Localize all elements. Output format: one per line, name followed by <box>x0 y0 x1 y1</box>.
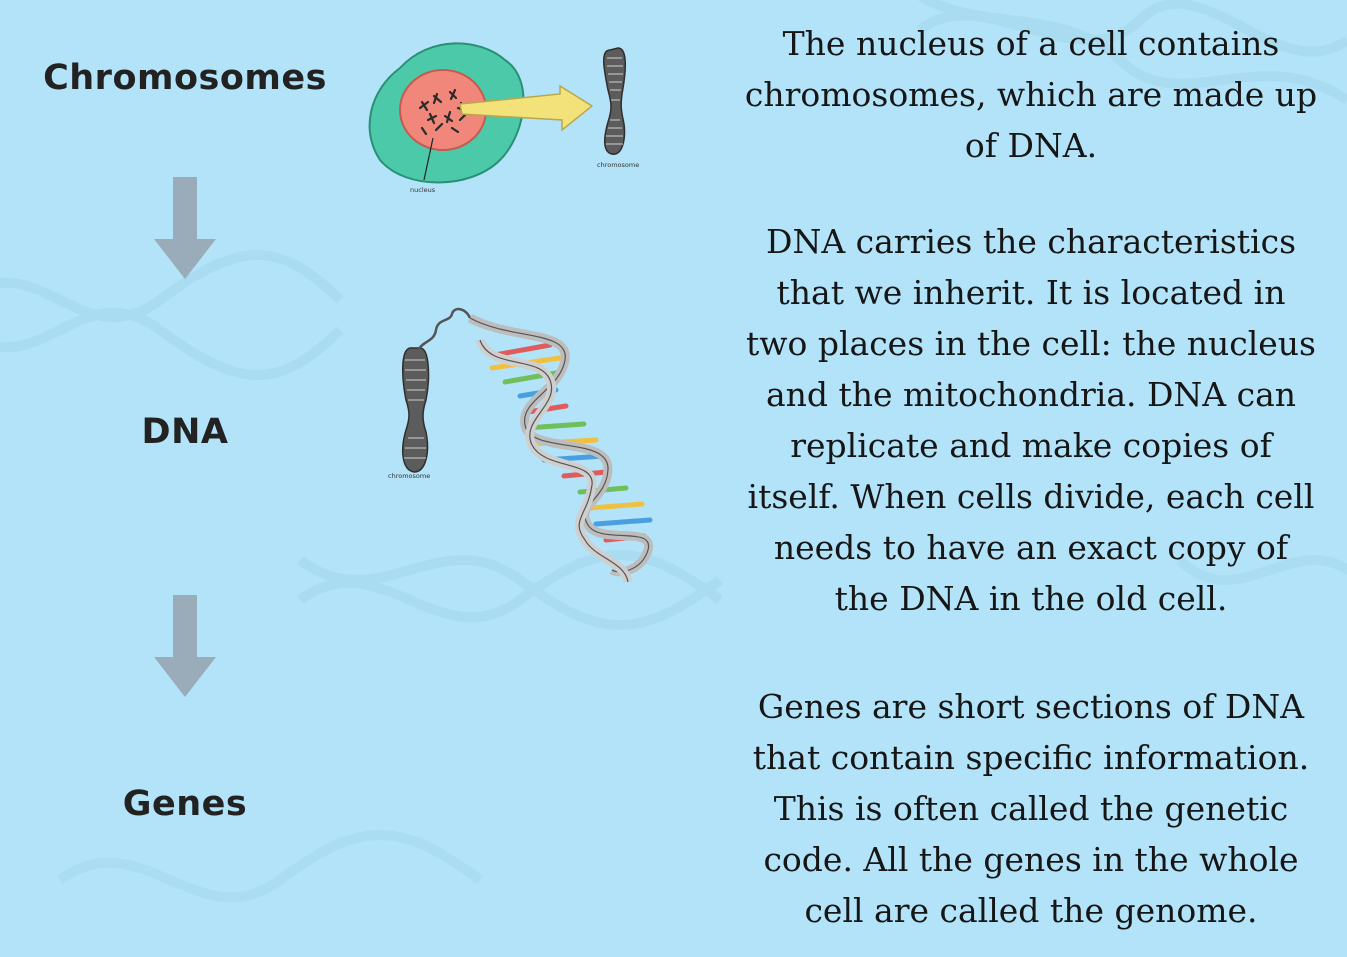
description-line: chromosomes, which are made up <box>744 75 1318 114</box>
nucleus-label: nucleus <box>410 186 436 194</box>
term-dna: DNA <box>141 412 229 452</box>
description-line: two places in the cell: the nucleus <box>745 324 1316 363</box>
description-line: that contain specific information. <box>752 738 1310 777</box>
description-line: This is often called the genetic <box>773 789 1289 828</box>
cell-nucleus-illustration: nucleus chromosome <box>368 42 639 194</box>
description-line: needs to have an exact copy of <box>773 528 1289 567</box>
description-line: that we inherit. It is located in <box>776 273 1286 312</box>
chromosome-icon <box>603 47 626 155</box>
description-line: The nucleus of a cell contains <box>782 24 1280 63</box>
down-arrow-icon <box>154 595 216 697</box>
description-line: DNA carries the characteristics <box>765 222 1297 261</box>
description-line: itself. When cells divide, each cell <box>747 477 1315 516</box>
description-genes: Genes are short sections of DNA that con… <box>726 681 1336 936</box>
description-line: code. All the genes in the whole <box>763 840 1299 879</box>
description-chromosomes: The nucleus of a cell contains chromosom… <box>726 18 1336 171</box>
description-line: and the mitochondria. DNA can <box>765 375 1297 414</box>
dna-helix-illustration: chromosome <box>388 307 653 584</box>
description-line: Genes are short sections of DNA <box>757 687 1305 726</box>
term-chromosomes: Chromosomes <box>43 58 327 98</box>
chromosome-label: chromosome <box>597 161 639 169</box>
down-arrow-icon <box>154 177 216 279</box>
chromosome-icon <box>401 307 472 473</box>
description-line: replicate and make copies of <box>790 426 1272 465</box>
description-dna: DNA carries the characteristics that we … <box>726 216 1336 624</box>
chromosome-label: chromosome <box>388 472 430 480</box>
yellow-arrow-icon <box>459 84 594 132</box>
description-line: the DNA in the old cell. <box>834 579 1228 618</box>
dna-helix-icon <box>467 313 653 584</box>
description-line: cell are called the genome. <box>804 891 1258 930</box>
term-genes: Genes <box>122 784 248 824</box>
description-line: of DNA. <box>964 126 1098 165</box>
